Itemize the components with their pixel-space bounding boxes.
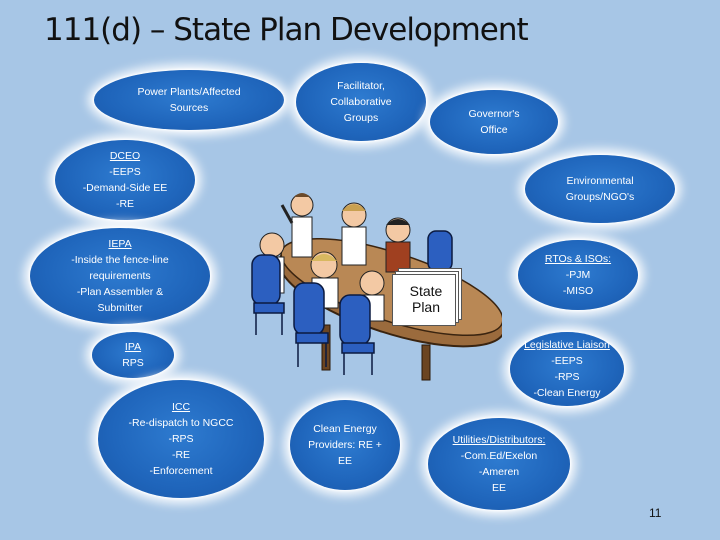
bubble-line: -RE xyxy=(171,449,191,461)
power-plants-bubble: Power Plants/Affected Sources xyxy=(94,70,284,130)
bubble-line: Power Plants/Affected xyxy=(137,86,241,98)
bubble-line: -Enforcement xyxy=(149,465,213,477)
bubble-line: -Clean Energy xyxy=(533,387,601,399)
bubble-line: requirements xyxy=(89,270,151,282)
bubble-line: -RE xyxy=(115,198,135,210)
bubble-heading: ICC xyxy=(171,401,191,413)
bubble-heading: RTOs & ISOs: xyxy=(544,253,612,265)
bubble-heading: Legislative Liaison xyxy=(524,339,610,351)
bubble-line: Collaborative xyxy=(330,96,392,108)
bubble-line: -Plan Assembler & xyxy=(76,286,164,298)
bubble-line: -EEPS xyxy=(109,166,141,178)
page-number: 11 xyxy=(649,506,662,520)
bubble-line: -Re-dispatch to NGCC xyxy=(128,417,234,429)
dceo-bubble: DCEO -EEPS -Demand-Side EE -RE xyxy=(55,140,195,220)
bubble-line: Groups/NGO's xyxy=(565,191,635,203)
bubble-heading: IPA xyxy=(124,341,142,353)
clean-energy-bubble: Clean Energy Providers: RE + EE xyxy=(290,400,400,490)
state-plan-label: Plan xyxy=(411,299,441,315)
bubble-line: Sources xyxy=(169,102,209,114)
bubble-line: EE xyxy=(337,455,352,467)
state-plan-document: State Plan xyxy=(392,268,462,326)
legislative-liaison-bubble: Legislative Liaison -EEPS -RPS -Clean En… xyxy=(510,332,624,406)
bubble-line: -MISO xyxy=(562,285,594,297)
bubble-line: Groups xyxy=(343,112,379,124)
bubble-line: Providers: RE + xyxy=(308,439,382,451)
state-plan-label: State xyxy=(409,283,443,299)
bubble-line: Submitter xyxy=(97,302,143,314)
slide-title: 111(d) – State Plan Development xyxy=(44,12,529,48)
bubble-line: -PJM xyxy=(565,269,591,281)
bubble-heading: Utilities/Distributors: xyxy=(452,434,546,446)
icc-bubble: ICC -Re-dispatch to NGCC -RPS -RE -Enfor… xyxy=(98,380,264,498)
bubble-line: EE xyxy=(491,482,506,494)
chair-icon xyxy=(427,230,453,272)
bubble-line: -EEPS xyxy=(551,355,583,367)
governors-office-bubble: Governor's Office xyxy=(430,90,558,154)
bubble-heading: DCEO xyxy=(109,150,141,162)
bubble-line: -Demand-Side EE xyxy=(82,182,168,194)
person-figure xyxy=(341,202,367,266)
bubble-line: Clean Energy xyxy=(313,423,377,435)
chair-icon xyxy=(293,282,329,367)
chair-icon xyxy=(251,254,285,335)
bubble-line: -Com.Ed/Exelon xyxy=(460,450,538,462)
bubble-line: Facilitator, xyxy=(337,80,385,92)
environmental-groups-bubble: Environmental Groups/NGO's xyxy=(525,155,675,223)
ipa-bubble: IPA RPS xyxy=(92,332,174,378)
iepa-bubble: IEPA -Inside the fence-line requirements… xyxy=(30,228,210,324)
bubble-line: RPS xyxy=(122,357,144,369)
bubble-line: Office xyxy=(480,124,508,136)
facilitator-bubble: Facilitator, Collaborative Groups xyxy=(296,63,426,141)
bubble-line: -Inside the fence-line xyxy=(71,254,169,266)
person-figure xyxy=(385,217,411,273)
bubble-line: -RPS xyxy=(168,433,194,445)
bubble-line: Governor's xyxy=(468,108,520,120)
utilities-bubble: Utilities/Distributors: -Com.Ed/Exelon -… xyxy=(428,418,570,510)
bubble-line: -Ameren xyxy=(478,466,520,478)
bubble-heading: IEPA xyxy=(108,238,132,250)
bubble-line: Environmental xyxy=(566,175,634,187)
bubble-line: -RPS xyxy=(554,371,580,383)
chair-icon xyxy=(339,294,375,375)
rto-iso-bubble: RTOs & ISOs: -PJM -MISO xyxy=(518,240,638,310)
person-figure xyxy=(280,193,314,258)
